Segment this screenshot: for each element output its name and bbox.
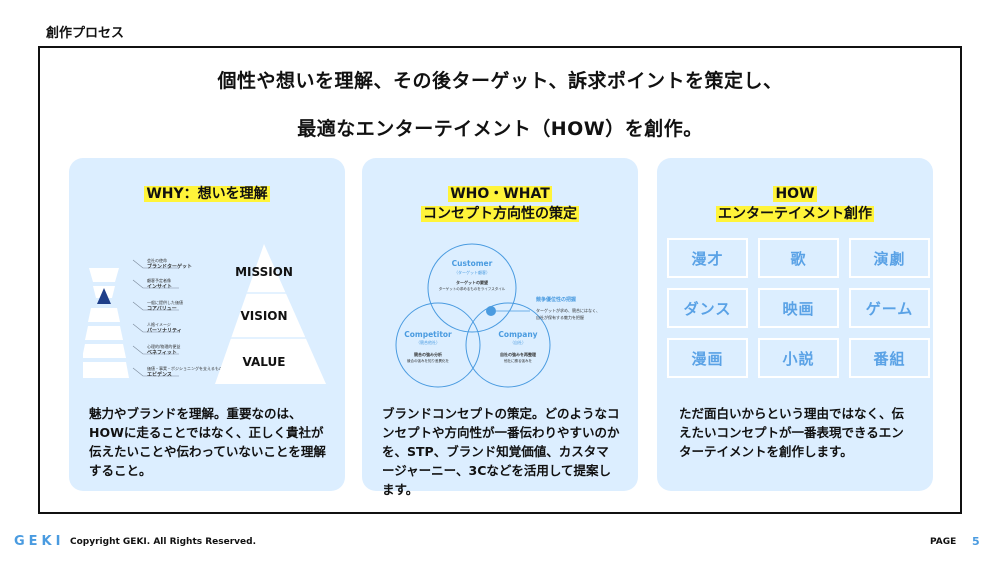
value-label: VALUE <box>243 355 286 369</box>
entertainment-grid: 漫才 歌 演劇 ダンス 映画 ゲーム 漫画 小説 番組 <box>667 238 930 378</box>
svg-text:他社に勝る強みを: 他社に勝る強みを <box>504 358 532 363</box>
mission-label: MISSION <box>235 265 293 279</box>
how-cell-theater: 演劇 <box>849 238 930 278</box>
three-c-venn-diagram: Customer （ターゲット顧客） ターゲットの要望 ターゲットの求めるものを… <box>395 243 600 388</box>
mvv-pyramid: MISSION VISION VALUE <box>215 244 326 384</box>
how-cell-program: 番組 <box>849 338 930 378</box>
svg-text:競合の強み分析: 競合の強み分析 <box>414 351 442 357</box>
why-card-title: WHY：想いを理解 <box>144 186 270 202</box>
geki-logo: GEKI <box>14 534 65 549</box>
page-number: 5 <box>972 535 980 548</box>
svg-text:競合の強みを知り差異化を: 競合の強みを知り差異化を <box>407 358 449 363</box>
brand-stack-pyramid <box>83 268 129 378</box>
how-card-title: HOW エンターテイメント創作 <box>716 186 874 222</box>
stack-main-2: コアバリュー <box>147 305 177 312</box>
why-description: 魅力やブランドを理解。重要なのは、HOWに走ることではなく、正しく貴社が伝えたい… <box>89 406 326 478</box>
callout-title: 競争優位性の把握 <box>536 296 576 303</box>
who-card: WHO・WHAT コンセプト方向性の策定 Customer （ターゲット顧客） … <box>362 158 638 497</box>
competitor-label: Competitor <box>404 330 452 339</box>
stack-main-1: インサイト <box>147 284 172 290</box>
svg-text:ターゲットの要望: ターゲットの要望 <box>456 279 488 285</box>
stack-main-5: エビデンス <box>147 371 172 378</box>
headline-line2: 最適なエンターテイメント（HOW）を創作。 <box>297 118 703 140</box>
how-cell-novel: 小説 <box>758 338 839 378</box>
svg-text:（ターゲット顧客）: （ターゲット顧客） <box>454 269 490 275</box>
page-label: PAGE <box>930 537 957 547</box>
company-circle <box>465 302 551 388</box>
customer-circle <box>427 243 517 333</box>
how-cell-movie: 映画 <box>758 288 839 328</box>
why-illustration: 会社の使命 ブランドターゲット 顧客予定者像 インサイト 一般に提供した価値 コ… <box>83 244 326 384</box>
section-label: 創作プロセス <box>46 26 125 41</box>
customer-label: Customer <box>452 259 493 268</box>
svg-text:ターゲットが求め、競合にはなく、: ターゲットが求め、競合にはなく、 <box>536 307 600 313</box>
stack-main-4: ベネフィット <box>147 349 177 356</box>
svg-text:（競合他社）: （競合他社） <box>416 339 440 345</box>
how-cell-manzai: 漫才 <box>667 238 748 278</box>
stack-small-1: 顧客予定者像 <box>147 277 171 283</box>
how-cell-song: 歌 <box>758 238 839 278</box>
how-description: ただ面白いからという理由ではなく、伝えたいコンセプトが一番表現できるエンターテイ… <box>679 406 905 459</box>
how-cell-dance: ダンス <box>667 288 748 328</box>
stack-small-5: 価値・事実・ポジショニングを支えるもの <box>147 365 223 371</box>
stack-small-4: 心理的/物理的便益 <box>147 343 180 349</box>
competitor-circle <box>395 302 481 388</box>
company-label: Company <box>498 330 537 339</box>
why-card: WHY：想いを理解 会社の使命 ブランドターゲット 顧客予定者像 インサイト 一 <box>69 158 345 491</box>
svg-text:（自社）: （自社） <box>510 339 526 345</box>
stack-connectors <box>132 259 179 377</box>
overlap-marker <box>486 306 496 316</box>
svg-text:自社の強みを再整理: 自社の強みを再整理 <box>500 351 536 357</box>
stack-main-3: パーソナリティ <box>147 327 182 334</box>
content-frame <box>38 46 962 514</box>
who-description: ブランドコンセプトの策定。どのようなコンセプトや方向性が一番伝わりやすいのかを、… <box>382 406 620 497</box>
svg-text:ターゲットの求めるものをライフスタイル: ターゲットの求めるものをライフスタイル <box>439 286 506 291</box>
how-cell-manga: 漫画 <box>667 338 748 378</box>
headline-line1: 個性や想いを理解、その後ターゲット、訴求ポイントを策定し、 <box>217 70 783 92</box>
stack-small-0: 会社の使命 <box>147 257 167 263</box>
stack-small-2: 一般に提供した価値 <box>147 299 183 305</box>
who-card-title: WHO・WHAT コンセプト方向性の策定 <box>421 186 579 222</box>
vision-label: VISION <box>240 309 287 323</box>
stack-small-3: 人格イメージ <box>147 321 171 327</box>
copyright-text: Copyright GEKI. All Rights Reserved. <box>70 537 257 547</box>
how-card: HOW エンターテイメント創作 漫才 歌 演劇 ダンス 映画 ゲーム 漫画 小説… <box>657 158 933 491</box>
svg-text:自社が保有する魅力を把握: 自社が保有する魅力を把握 <box>536 314 584 320</box>
stack-main-0: ブランドターゲット <box>147 263 192 270</box>
how-cell-game: ゲーム <box>849 288 930 328</box>
